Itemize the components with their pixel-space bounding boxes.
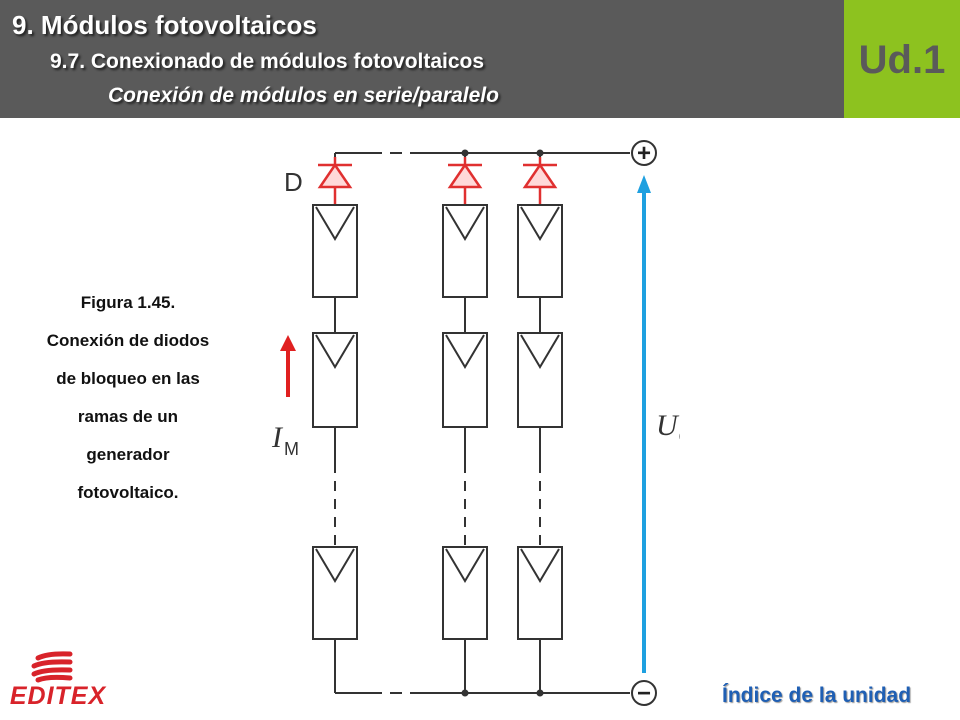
caption-line: Figura 1.45. (80, 293, 176, 312)
blocking-diode (317, 157, 353, 205)
current-arrow (280, 335, 296, 397)
junction-dot (536, 689, 544, 697)
current-subscript: M (284, 439, 299, 459)
header-bar: 9. Módulos fotovoltaicos 9.7. Conexionad… (0, 0, 844, 118)
pv-module (442, 546, 488, 640)
logo-text: EDITEX (9, 682, 107, 710)
caption-line: Conexión de diodos (46, 331, 210, 350)
negative-terminal: − (631, 680, 657, 707)
caption-line: generador (86, 445, 170, 464)
unit-badge: Ud.1 (844, 0, 960, 118)
minus-symbol: − (637, 680, 651, 707)
caption-line: fotovoltaico. (77, 483, 179, 502)
positive-terminal: + (631, 140, 657, 167)
pv-module (442, 204, 488, 298)
unit-index-link[interactable]: Índice de la unidad (722, 684, 912, 707)
logo-book-icon (31, 651, 73, 683)
pv-module (517, 204, 563, 298)
page-title: 9. Módulos fotovoltaicos (12, 10, 317, 40)
junction-dot (461, 149, 469, 157)
figure-caption: Figura 1.45. Conexión de diodos de bloqu… (12, 284, 244, 512)
circuit-diagram: IM D UG + − (271, 140, 680, 707)
caption-line: ramas de un (77, 407, 179, 426)
pv-module (442, 332, 488, 428)
blocking-diode (522, 157, 558, 205)
pv-module (312, 546, 358, 640)
voltage-label: UG (656, 409, 680, 447)
caption-line: de bloqueo en las (56, 369, 200, 388)
editex-logo: EDITEX (8, 650, 108, 712)
blocking-diode (447, 157, 483, 205)
page-subtitle: 9.7. Conexionado de módulos fotovoltaico… (50, 50, 485, 73)
diode-label: D (284, 167, 303, 197)
plus-symbol: + (637, 140, 651, 167)
junction-dot (461, 689, 469, 697)
junction-dot (536, 149, 544, 157)
pv-module (312, 204, 358, 298)
voltage-subscript: G (679, 427, 680, 447)
unit-label: Ud.1 (858, 38, 946, 82)
voltage-arrow (637, 175, 651, 673)
section-title: Conexión de módulos en serie/paralelo (108, 84, 499, 107)
pv-module (312, 332, 358, 428)
pv-module (517, 332, 563, 428)
pv-module (517, 546, 563, 640)
